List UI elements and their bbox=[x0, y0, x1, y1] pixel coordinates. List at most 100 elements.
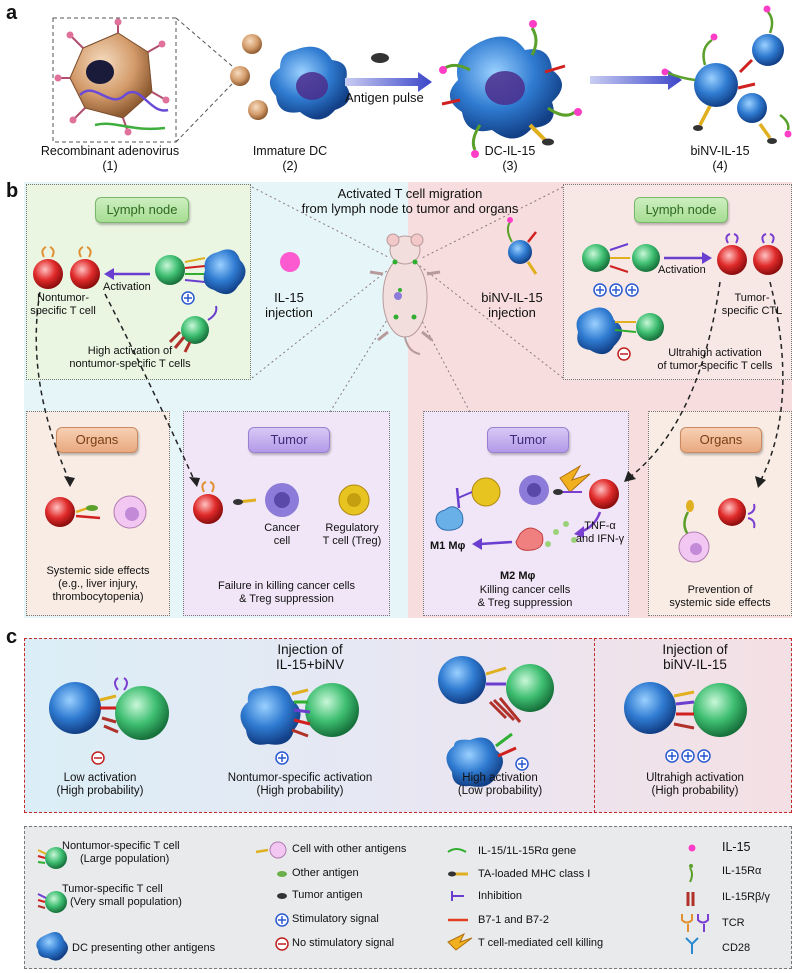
case-2-caption: Nontumor-specific activation (High proba… bbox=[210, 772, 390, 798]
migration-title: Activated T cell migration from lymph no… bbox=[270, 186, 550, 216]
right-organs-cells bbox=[678, 498, 756, 563]
legend-col2-4: No stimulatory signal bbox=[292, 937, 395, 949]
cancer-cell-label-1: Cancer bbox=[264, 522, 300, 534]
left-activation-label: Activation bbox=[103, 281, 151, 293]
right-lymph-node-pill: Lymph node bbox=[634, 197, 728, 223]
panel-c-illustration bbox=[49, 656, 747, 787]
case-2-label: Nontumor-specific activation bbox=[227, 772, 373, 784]
antigen-pulse-label: Antigen pulse bbox=[345, 90, 424, 105]
binv-injection-label: biNV-IL-15 injection bbox=[462, 290, 562, 320]
left-organs-cells bbox=[45, 495, 147, 529]
panel-c-right-title-2: biNV-IL-15 bbox=[663, 657, 727, 672]
legend-col4-1: IL-15Rα bbox=[722, 865, 762, 877]
nontumor-cell-label: Nontumor- specific T cell bbox=[26, 292, 100, 318]
tumor-ctl-label: Tumor- specific CTL bbox=[712, 292, 792, 318]
step-2-name: Immature DC bbox=[252, 144, 328, 158]
legend-nontumor-1: Nontumor-specific T cell bbox=[62, 840, 180, 852]
tumor-ctl-label-1: Tumor- bbox=[734, 292, 770, 304]
cancer-cell-label: Cancer cell bbox=[254, 522, 310, 548]
no-stimulatory-signal-icon bbox=[275, 937, 289, 951]
left-tumor-pill: Tumor bbox=[248, 427, 330, 453]
step-1-caption: Recombinant adenovirus (1) bbox=[20, 144, 200, 174]
left-tumor-cells bbox=[193, 481, 370, 524]
legend-tumor-tcell-1: Tumor-specific T cell bbox=[62, 883, 163, 895]
case-3-probability: (Low probability) bbox=[457, 785, 543, 797]
migration-title-line-2: from lymph node to tumor and organs bbox=[301, 201, 519, 216]
right-tumor-cells bbox=[435, 464, 619, 551]
legend-col3-2: Inhibition bbox=[478, 890, 523, 902]
small-adenoviruses bbox=[230, 34, 268, 120]
il15rbg-icon bbox=[686, 892, 695, 906]
step-4-caption: biNV-IL-15 (4) bbox=[660, 144, 780, 174]
dc-icon bbox=[36, 932, 68, 961]
left-lymph-node-pill: Lymph node bbox=[95, 197, 189, 223]
legend-tumor-tcell: Tumor-specific T cell (Very small popula… bbox=[62, 883, 182, 909]
legend-tumor-tcell-2: (Very small population) bbox=[70, 896, 182, 908]
antigen-pulse-arrow bbox=[345, 72, 432, 92]
right-tumor-text-1: Killing cancer cells bbox=[479, 584, 571, 596]
right-tumor-pill: Tumor bbox=[487, 427, 569, 453]
il15-gene-icon bbox=[447, 848, 467, 853]
treg-label: Regulatory T cell (Treg) bbox=[312, 522, 392, 548]
tcr-icon-2 bbox=[697, 914, 709, 932]
case-1-label: Low activation bbox=[63, 772, 137, 784]
legend-col3-0: IL-15/1L-15Rα gene bbox=[478, 845, 577, 857]
right-organs-text-1: Prevention of bbox=[687, 584, 753, 596]
left-lymph-summary-2: nontumor-specific T cells bbox=[69, 358, 191, 370]
legend-col2-3: Stimulatory signal bbox=[292, 913, 379, 925]
case-3-cells bbox=[438, 656, 554, 787]
left-lymph-summary-1: High activation of bbox=[87, 345, 173, 357]
dc-il15-cell bbox=[439, 20, 582, 158]
case-2-cells bbox=[240, 683, 359, 765]
case-1-caption: Low activation (High probability) bbox=[40, 772, 160, 798]
cell-other-antigens-icon bbox=[255, 841, 287, 859]
mouse-illustration bbox=[369, 233, 441, 355]
case-1-cells bbox=[49, 677, 169, 765]
legend-col2-1: Other antigen bbox=[292, 867, 359, 879]
panel-a-illustration bbox=[52, 5, 792, 158]
step-4-name: biNV-IL-15 bbox=[690, 144, 750, 158]
legend-col3-1: TA-loaded MHC class I bbox=[478, 868, 591, 880]
case-4-caption: Ultrahigh activation (High probability) bbox=[630, 772, 760, 798]
mhc-class-i-icon bbox=[448, 871, 468, 877]
case-1-probability: (High probability) bbox=[56, 785, 144, 797]
legend-col4-3: TCR bbox=[722, 917, 745, 929]
il15-injection-label: IL-15 injection bbox=[254, 290, 324, 320]
legend-col3-3: B7-1 and B7-2 bbox=[478, 914, 549, 926]
case-4-cells bbox=[624, 682, 747, 763]
legend-col2-0: Cell with other antigens bbox=[292, 843, 407, 855]
step-2-num: (2) bbox=[282, 159, 298, 173]
panel-c-right-title: Injection of biNV-IL-15 bbox=[630, 642, 760, 672]
legend-col2-2: Tumor antigen bbox=[292, 889, 363, 901]
adenovirus-zoom-box bbox=[52, 17, 177, 143]
right-tumor-text: Killing cancer cells & Treg suppression bbox=[440, 584, 610, 610]
legend-icons bbox=[36, 841, 709, 961]
right-lymph-summary-2: of tumor-specific T cells bbox=[657, 360, 773, 372]
legend-col4-4: CD28 bbox=[722, 942, 751, 954]
tumor-antigen-icon bbox=[277, 893, 287, 899]
left-tumor-text: Failure in killing cancer cells & Treg s… bbox=[185, 580, 388, 606]
step-3-name: DC-IL-15 bbox=[484, 144, 536, 158]
m1-macrophage-label: M1 Mφ bbox=[430, 540, 466, 552]
binv-injection-line-2: injection bbox=[488, 305, 536, 320]
right-lymph-summary-1: Ultrahigh activation bbox=[668, 347, 762, 359]
case-4-label: Ultrahigh activation bbox=[646, 772, 744, 784]
right-organs-pill: Organs bbox=[680, 427, 762, 453]
left-lymph-summary: High activation of nontumor-specific T c… bbox=[30, 345, 230, 371]
panel-c-left-title-2: IL-15+biNV bbox=[276, 657, 344, 672]
right-organs-text: Prevention of systemic side effects bbox=[650, 584, 790, 610]
vesicle-arrow bbox=[590, 70, 682, 90]
right-activation-label: Activation bbox=[658, 264, 706, 276]
step-1-name: Recombinant adenovirus bbox=[40, 144, 180, 158]
left-organs-text-2: (e.g., liver injury, bbox=[58, 578, 138, 590]
step-3-num: (3) bbox=[502, 159, 518, 173]
nontumor-tcell-icon bbox=[45, 847, 67, 869]
binv-il15-vesicles bbox=[661, 5, 792, 144]
case-3-label: High activation bbox=[462, 772, 538, 784]
step-2-caption: Immature DC (2) bbox=[230, 144, 350, 174]
panel-c-left-title-1: Injection of bbox=[277, 642, 343, 657]
tumor-tcell-icon bbox=[45, 891, 67, 913]
legend-col4-2: IL-15Rβ/γ bbox=[722, 891, 770, 903]
tcr-icon bbox=[681, 914, 693, 932]
cytokine-label-1: TNF-α bbox=[584, 520, 616, 532]
